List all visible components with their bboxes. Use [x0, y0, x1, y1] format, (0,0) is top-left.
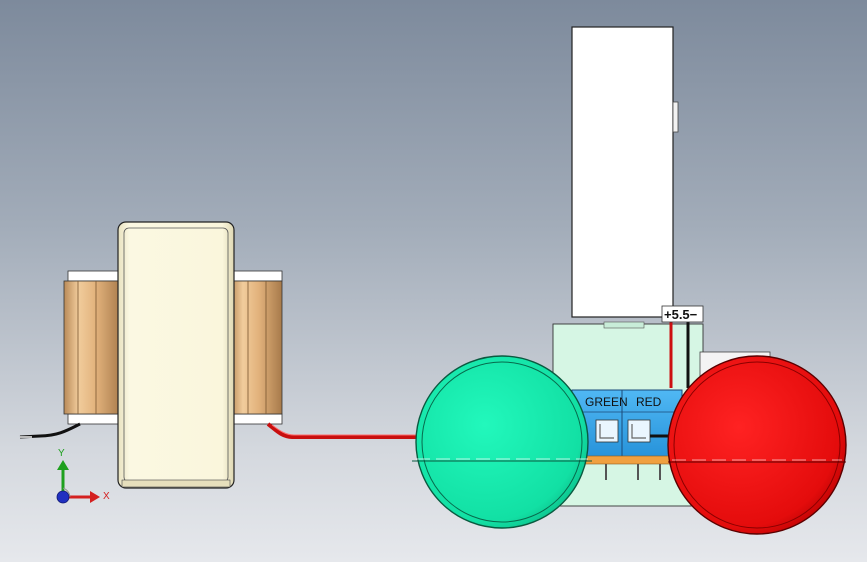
- triad-y-label: Y: [58, 448, 65, 459]
- black-lead-wire: [19, 422, 81, 439]
- voltage-label: +5.5−: [661, 305, 704, 323]
- enclosure-box[interactable]: [571, 26, 679, 318]
- green-button[interactable]: [412, 355, 592, 529]
- red-lead-wire: [266, 422, 418, 439]
- red-button[interactable]: [667, 355, 847, 535]
- transformer[interactable]: [63, 221, 283, 489]
- coil-right: [229, 280, 283, 415]
- transformer-core: [117, 221, 235, 489]
- terminal-label-green: GREEN: [585, 395, 628, 409]
- svg-text:+5.5−: +5.5−: [664, 307, 698, 322]
- coordinate-triad-icon[interactable]: [56, 460, 100, 504]
- triad-x-label: X: [103, 491, 110, 502]
- terminal-label-red: RED: [636, 395, 662, 409]
- coil-left: [63, 280, 123, 415]
